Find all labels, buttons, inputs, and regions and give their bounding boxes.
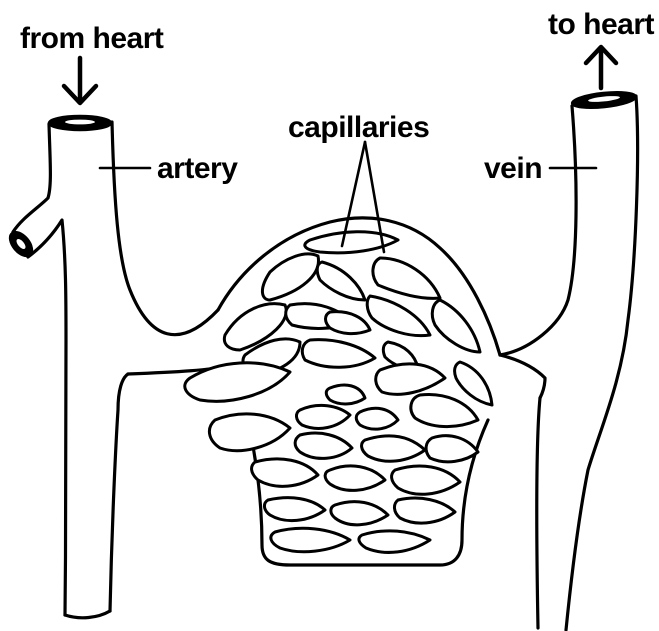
artery	[6, 116, 218, 618]
from-heart-label: from heart	[20, 22, 164, 55]
vein-label: vein	[484, 152, 542, 185]
arrow-down-icon	[64, 58, 96, 103]
capillaries-label: capillaries	[288, 111, 429, 144]
capillary-cell	[185, 232, 492, 553]
artery-label: artery	[157, 152, 238, 185]
to-heart-label: to heart	[548, 8, 655, 41]
vein-opening	[571, 90, 636, 111]
capillary-bed	[128, 218, 545, 565]
artery-opening	[49, 116, 111, 130]
arrow-up-icon	[586, 47, 616, 88]
